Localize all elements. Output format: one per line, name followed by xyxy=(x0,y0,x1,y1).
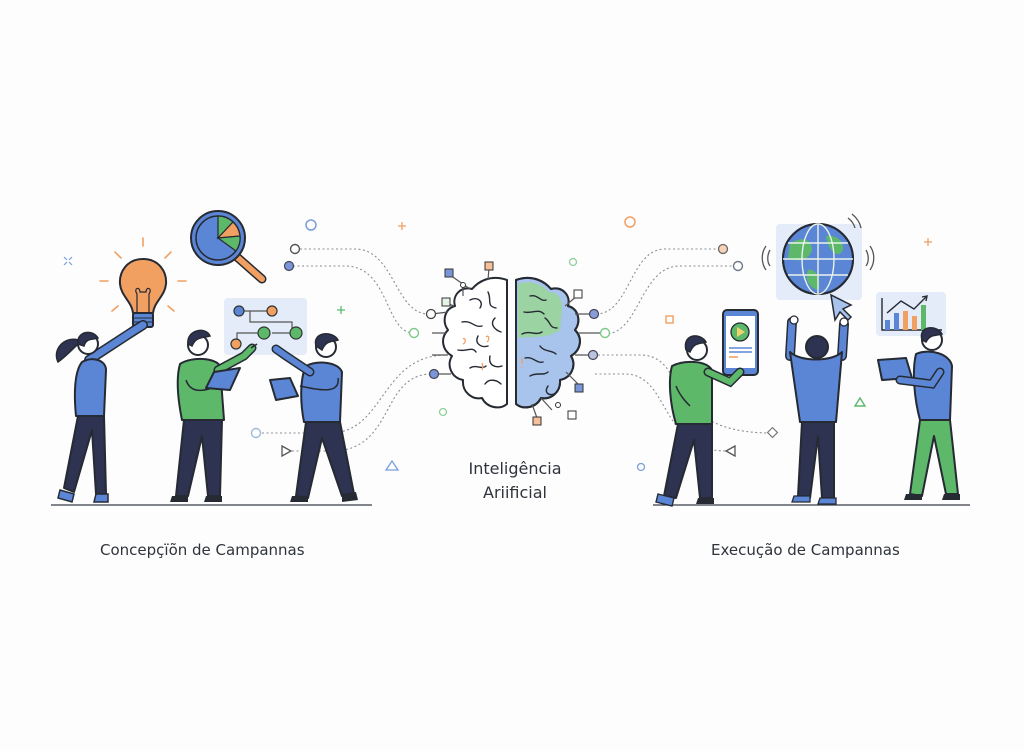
diamond-marker-icon xyxy=(766,426,779,439)
node-circle-icon xyxy=(732,260,744,272)
center-label-line1: Inteligência xyxy=(468,459,562,478)
person-blue-arms-up xyxy=(785,315,849,505)
node-circle-icon xyxy=(289,243,301,255)
node-circle-icon xyxy=(283,260,295,272)
person-woman-lightbulb xyxy=(55,320,148,503)
person-green-phone xyxy=(655,309,759,507)
lightbulb-icon xyxy=(99,237,187,328)
center-label: Inteligência Ariificial xyxy=(430,457,600,505)
triangle-marker-icon xyxy=(724,444,736,458)
triangle-marker-icon xyxy=(281,444,293,458)
flow-network-icon xyxy=(224,298,307,355)
bar-chart-icon xyxy=(876,292,946,336)
person-laptop xyxy=(877,327,960,500)
right-section-caption: Execução de Campannas xyxy=(711,541,900,559)
cursor-icon xyxy=(830,293,853,323)
center-label-line2: Ariificial xyxy=(483,483,547,502)
decorations xyxy=(63,216,932,472)
left-section-caption: Concepçïõn de Campannas xyxy=(100,541,305,559)
node-circle-icon xyxy=(717,243,729,255)
person-green-tablet xyxy=(170,329,258,502)
magnifier-pie-chart-icon xyxy=(190,210,267,284)
person-blue-pointing xyxy=(269,333,358,502)
globe-icon xyxy=(761,213,875,300)
node-circle-icon xyxy=(250,427,262,439)
brain-icon xyxy=(408,261,611,426)
